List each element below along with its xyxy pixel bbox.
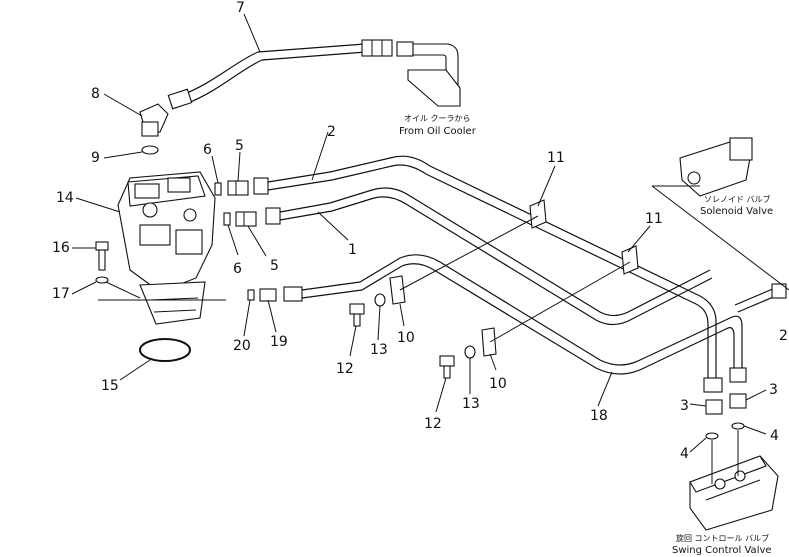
bolt-16 — [95, 241, 109, 271]
oring-20 — [247, 289, 255, 301]
leader-lines — [71, 13, 767, 484]
label-13a: 13 — [370, 342, 388, 358]
label-7: 7 — [236, 0, 245, 16]
clamp-10b — [481, 327, 497, 357]
washer-13b — [464, 345, 476, 359]
label-10a: 10 — [397, 330, 415, 346]
label-5b: 5 — [270, 258, 279, 274]
label-12b: 12 — [424, 416, 442, 432]
label-4a: 4 — [680, 446, 689, 462]
label-4b: 4 — [770, 428, 779, 444]
caption-oil-cooler-en: From Oil Cooler — [399, 126, 477, 137]
label-12a: 12 — [336, 361, 354, 377]
label-3b: 3 — [769, 382, 778, 398]
fitting-6a — [214, 182, 222, 196]
hose-2 — [253, 155, 723, 393]
elbow-8 — [139, 103, 169, 137]
fitting-3b — [729, 393, 747, 409]
caption-oil-cooler-jp: オイル クーラから — [404, 114, 471, 123]
bolt-12a — [349, 303, 365, 327]
label-17: 17 — [52, 286, 70, 302]
label-3a: 3 — [680, 398, 689, 414]
label-10b: 10 — [489, 376, 507, 392]
washer-17 — [95, 276, 109, 284]
caption-swing-jp: 旋回 コントロール バルブ — [676, 533, 769, 543]
oring-4b — [731, 422, 745, 430]
label-6a: 6 — [203, 142, 212, 158]
label-16: 16 — [52, 240, 70, 256]
clamp-10a — [389, 275, 406, 305]
label-11a: 11 — [547, 150, 565, 166]
label-14: 14 — [56, 190, 74, 206]
fitting-5a — [227, 180, 249, 196]
bolt-12b — [439, 355, 455, 379]
label-18: 18 — [590, 408, 608, 424]
caption-solenoid-jp: ソレノイド バルブ — [704, 194, 771, 204]
label-1: 1 — [348, 242, 357, 258]
label-15: 15 — [101, 378, 119, 394]
oil-cooler-pipe — [396, 41, 461, 107]
fitting-3a — [705, 399, 723, 415]
fitting-19 — [259, 288, 277, 302]
label-6b: 6 — [233, 261, 242, 277]
hose-7 — [167, 39, 393, 110]
oring-15 — [139, 338, 191, 362]
label-8: 8 — [91, 86, 100, 102]
oring-9 — [141, 145, 159, 155]
label-19: 19 — [270, 334, 288, 350]
label-2b: 2 — [779, 328, 788, 344]
label-5a: 5 — [235, 138, 244, 154]
label-11b: 11 — [645, 211, 663, 227]
washer-13a — [374, 293, 386, 307]
fitting-6b — [223, 212, 231, 226]
hose-1 — [265, 187, 713, 326]
label-20: 20 — [233, 338, 251, 354]
caption-solenoid-en: Solenoid Valve — [700, 206, 773, 217]
label-13b: 13 — [462, 396, 480, 412]
hose-18 — [283, 254, 747, 383]
label-2a: 2 — [327, 124, 336, 140]
caption-swing-en: Swing Control Valve — [672, 545, 772, 556]
oring-4a — [705, 432, 719, 440]
clamp-11a — [529, 199, 547, 229]
hose-2-end — [734, 283, 787, 313]
fitting-5b — [235, 211, 257, 227]
label-9: 9 — [91, 150, 100, 166]
solenoid-valve — [651, 137, 789, 291]
swing-motor-14 — [117, 171, 216, 325]
swing-control-valve — [689, 455, 779, 531]
